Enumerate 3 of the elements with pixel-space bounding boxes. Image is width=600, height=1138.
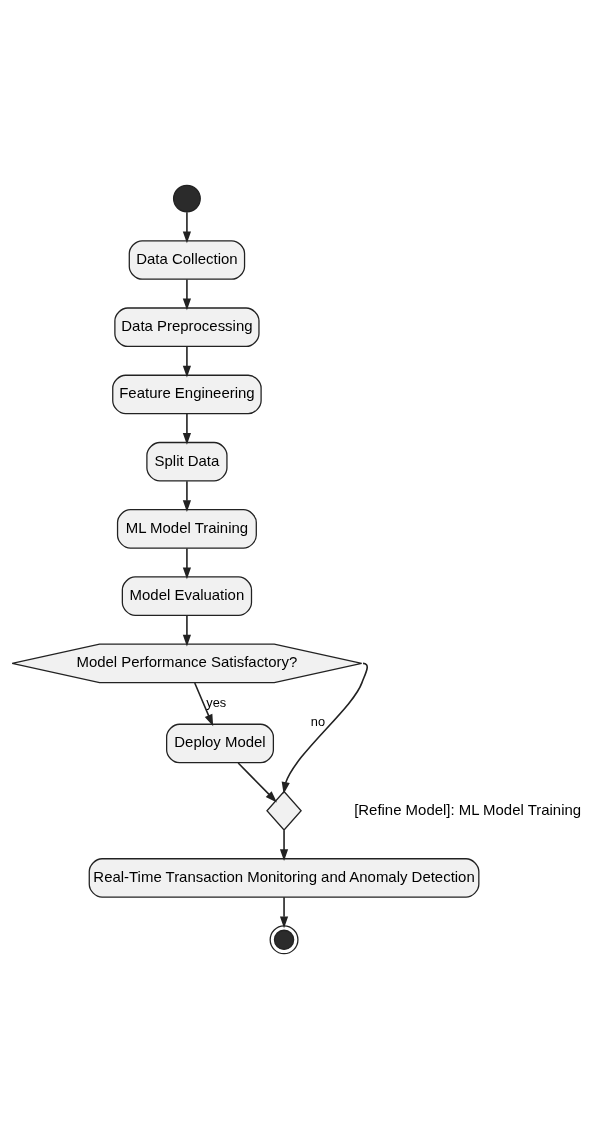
edge-label: yes <box>206 694 227 710</box>
node-label: [Refine Model]: ML Model Training <box>354 800 582 818</box>
edge-label: no <box>310 713 326 729</box>
